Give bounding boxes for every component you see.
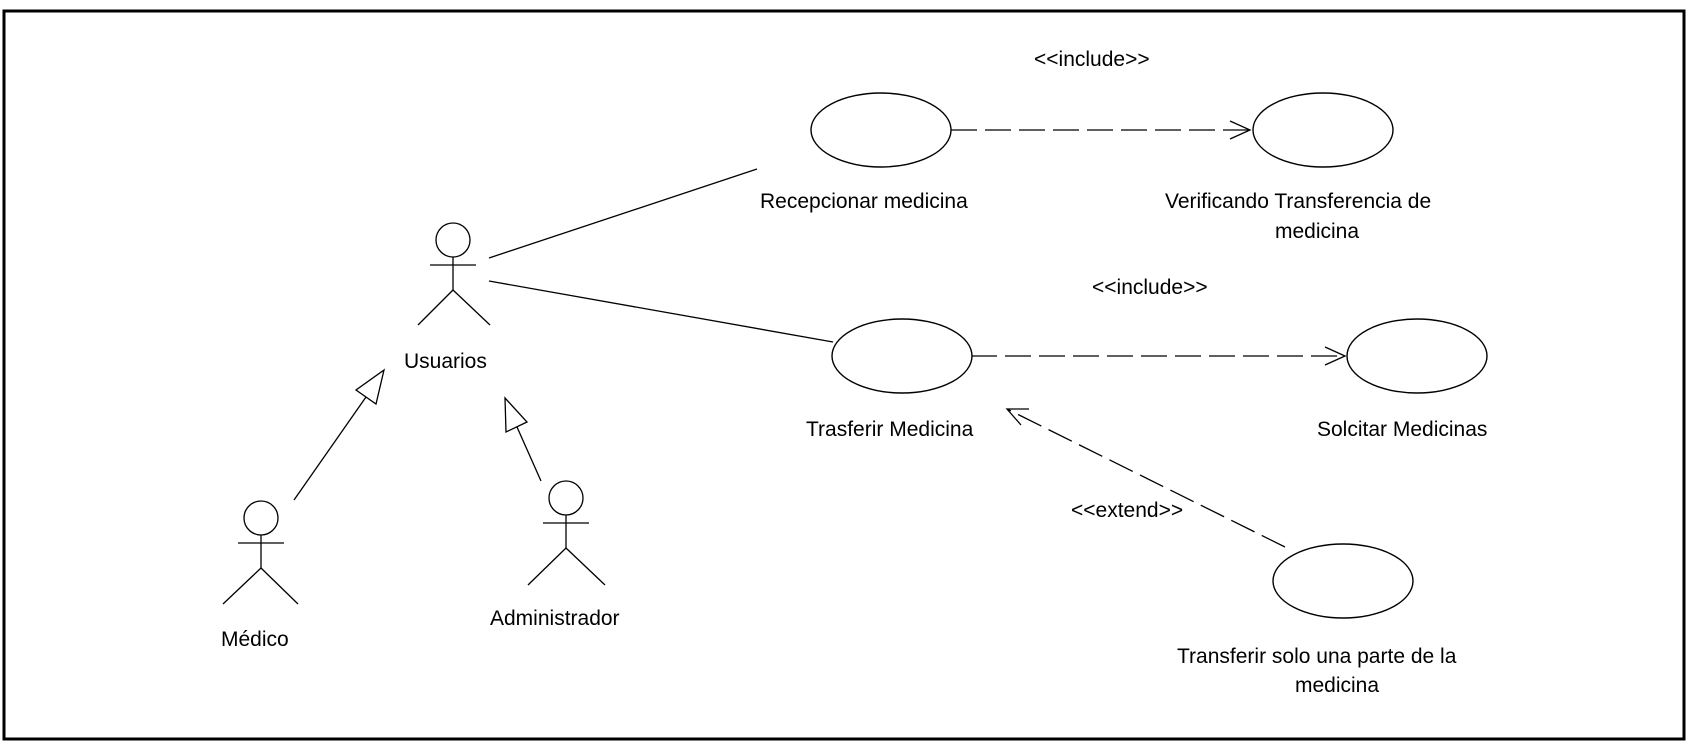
use-case-solicitar-label: Solcitar Medicinas <box>1317 418 1487 441</box>
include-stereotype-label-1: <<include>> <box>1034 48 1150 71</box>
use-case-verificando-label-line2: medicina <box>1275 220 1359 243</box>
association-usuarios-recepcionar <box>488 168 758 259</box>
actor-administrador-label: Administrador <box>490 607 620 630</box>
use-case-recepcionar-ellipse[interactable] <box>810 92 952 168</box>
use-case-trasferir-ellipse[interactable] <box>831 318 973 394</box>
actor-administrador-figure[interactable] <box>527 480 606 586</box>
actor-medico-figure[interactable] <box>222 500 299 605</box>
include-arrow-2 <box>971 346 1347 366</box>
use-case-recepcionar-label: Recepcionar medicina <box>760 190 968 213</box>
include-arrow-1 <box>951 120 1252 140</box>
use-case-transferir-parte-label-line1: Transferir solo una parte de la <box>1177 645 1457 668</box>
include-stereotype-label-2: <<include>> <box>1092 276 1208 299</box>
use-case-verificando-ellipse[interactable] <box>1252 92 1394 168</box>
extend-arrow <box>1005 408 1286 548</box>
actor-usuarios-figure[interactable] <box>417 222 491 326</box>
generalization-medico-usuarios <box>293 368 386 501</box>
actor-usuarios-label: Usuarios <box>404 350 487 373</box>
use-case-solicitar-ellipse[interactable] <box>1346 318 1488 394</box>
generalization-administrador-usuarios <box>504 396 542 482</box>
actor-medico-label: Médico <box>221 628 289 651</box>
association-usuarios-trasferir <box>488 280 834 343</box>
use-case-trasferir-label: Trasferir Medicina <box>806 418 974 441</box>
use-case-transferir-parte-label-line2: medicina <box>1295 674 1379 697</box>
use-case-transferir-parte-ellipse[interactable] <box>1272 543 1414 619</box>
use-case-verificando-label-line1: Verificando Transferencia de <box>1165 190 1431 213</box>
extend-stereotype-label: <<extend>> <box>1071 499 1183 522</box>
